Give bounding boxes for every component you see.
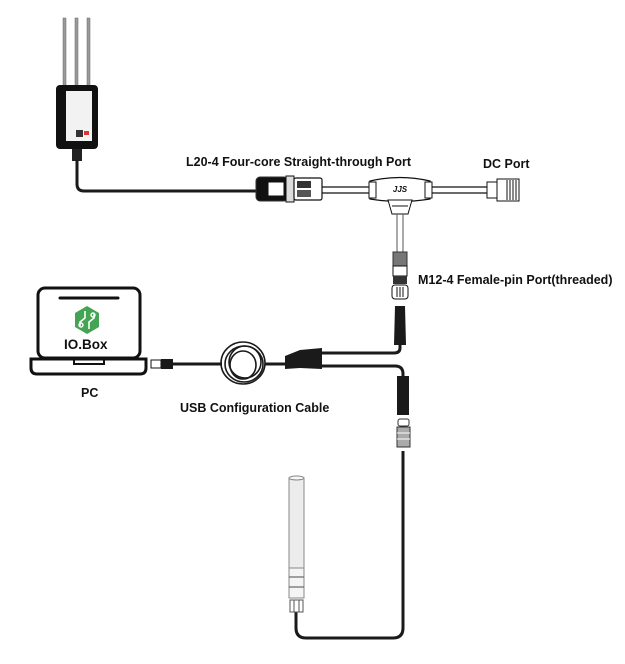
l20-connector [255, 175, 323, 203]
qr-code-icon [76, 130, 83, 137]
soil-sensor [56, 17, 98, 161]
sensor-probe [74, 17, 79, 87]
probe-cable [294, 451, 405, 640]
branch-cable-bottom [322, 364, 405, 376]
laptop-pc [29, 286, 148, 376]
usb-plug [150, 359, 173, 369]
label-m12-port: M12-4 Female-pin Port(threaded) [418, 273, 613, 287]
m12-threaded-connector [396, 418, 411, 448]
sensor-probe [86, 17, 91, 87]
sensor-probe [62, 17, 67, 87]
label-pc: PC [81, 386, 99, 400]
dc-connector [486, 178, 520, 202]
label-dc-port: DC Port [483, 157, 530, 171]
rod-probe [288, 475, 305, 613]
m12-male-connector [394, 306, 406, 345]
m12-male-connector-lower [397, 376, 409, 415]
svg-text:JJS: JJS [393, 185, 408, 194]
io-box-logo-icon [75, 306, 99, 334]
label-l20-port: L20-4 Four-core Straight-through Port [186, 155, 411, 169]
usb-cable-coil [220, 341, 266, 385]
label-usb-cable: USB Configuration Cable [180, 401, 330, 415]
laptop-app-name: IO.Box [64, 337, 108, 352]
sensor-cable [75, 160, 258, 193]
t-connector: JJS [368, 176, 433, 215]
m12-female-port [391, 251, 409, 300]
branch-cable-top [320, 345, 402, 355]
y-splitter [285, 348, 322, 369]
